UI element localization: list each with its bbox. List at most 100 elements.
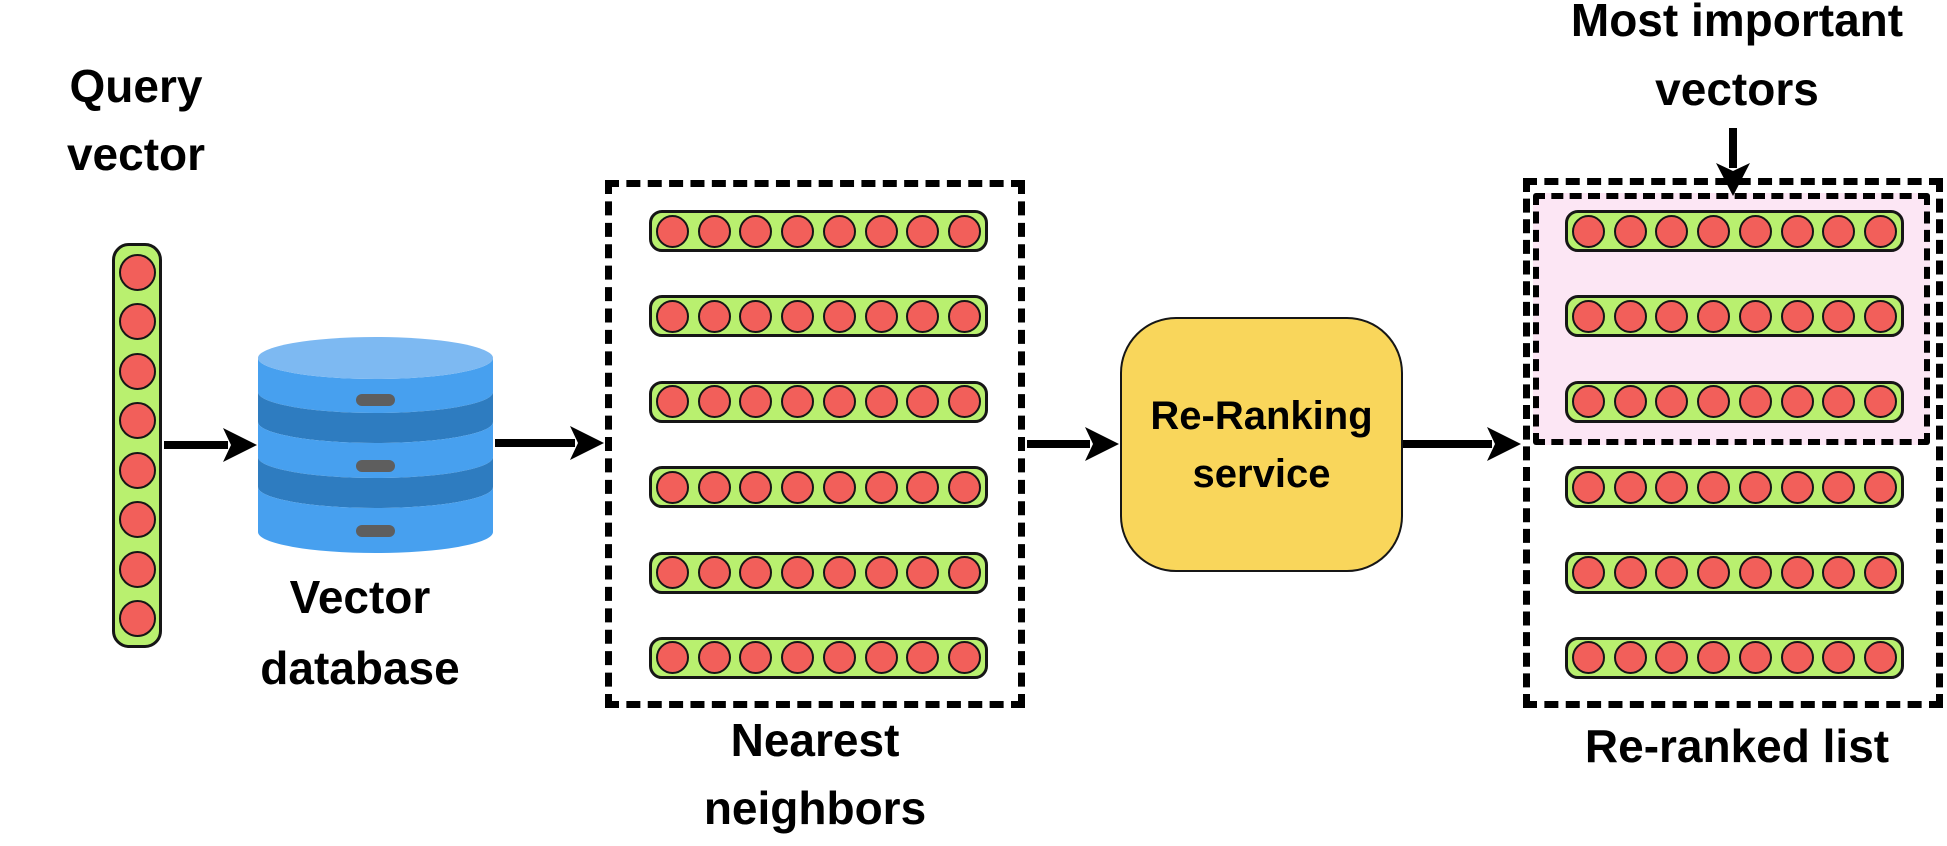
vector-dimension-dot: [906, 556, 940, 590]
vector-dimension-dot: [1780, 556, 1814, 590]
arrow-database-to-neighbors: [495, 426, 604, 460]
arrow-service-to-reranked: [1403, 427, 1521, 461]
vector-dimension-dot: [864, 556, 898, 590]
vector-dimension-dot: [947, 299, 981, 333]
vector-dimension-dot: [1863, 556, 1897, 590]
vector-dimension-dot: [1697, 385, 1731, 419]
reranking-service-label-line2: service: [1192, 451, 1331, 496]
reranked-list-box: [1523, 178, 1943, 708]
vector-dimension-dot: [656, 299, 689, 333]
vector-dimension-dot: [1613, 385, 1647, 419]
reranked-list-label-line1: Re-ranked list: [1584, 720, 1890, 772]
vector-dimension-dot: [947, 470, 981, 504]
vector-dimension-dot: [118, 451, 156, 489]
vector-row: [1565, 466, 1904, 509]
vector-row: [1565, 636, 1904, 679]
db-disk-3: [258, 487, 493, 553]
vector-dimension-dot: [1613, 641, 1647, 675]
vector-dimension-dot: [781, 214, 815, 248]
vector-dimension-dot: [1572, 299, 1605, 333]
vector-dimension-dot: [1863, 385, 1897, 419]
vector-dimension-dot: [697, 385, 731, 419]
vector-dimension-dot: [822, 385, 856, 419]
db-slot-3: [356, 525, 395, 537]
vector-database-icon: [258, 337, 493, 553]
vector-dimension-dot: [864, 470, 898, 504]
query-vector-label: Query vector: [11, 52, 261, 188]
vector-dimension-dot: [1697, 641, 1731, 675]
nearest-neighbors-label-line2: neighbors: [703, 782, 927, 835]
nearest-neighbors-label: Nearest neighbors: [595, 706, 1035, 842]
vector-dimension-dot: [781, 299, 815, 333]
vector-dimension-dot: [1697, 214, 1731, 248]
vector-database-label: Vector database: [160, 562, 560, 705]
vector-dimension-dot: [1572, 470, 1605, 504]
vector-dimension-dot: [1822, 299, 1856, 333]
query-vector-label-line1: Query: [69, 60, 203, 112]
vector-dimension-dot: [1613, 299, 1647, 333]
vector-row: [649, 466, 988, 509]
vector-dimension-dot: [1572, 641, 1605, 675]
vector-dimension-dot: [822, 470, 856, 504]
vector-dimension-dot: [1655, 214, 1689, 248]
vector-dimension-dot: [822, 556, 856, 590]
db-disk-2: [258, 422, 493, 478]
vector-row: [1565, 380, 1904, 423]
vector-dimension-dot: [739, 214, 773, 248]
most-important-annotation-line2: vectors: [1655, 63, 1819, 115]
vector-dimension-dot: [1863, 641, 1897, 675]
vector-dimension-dot: [906, 299, 940, 333]
vector-dimension-dot: [1572, 556, 1605, 590]
vector-dimension-dot: [1738, 556, 1772, 590]
vector-dimension-dot: [118, 501, 156, 539]
vector-dimension-dot: [739, 299, 773, 333]
vector-dimension-dot: [656, 556, 689, 590]
db-slot-1: [356, 394, 395, 406]
vector-dimension-dot: [1780, 641, 1814, 675]
vector-dimension-dot: [822, 214, 856, 248]
nearest-neighbors-label-line1: Nearest: [730, 714, 900, 766]
vector-dimension-dot: [697, 214, 731, 248]
vector-row: [649, 210, 988, 252]
vector-dimension-dot: [1863, 470, 1897, 504]
vector-row: [649, 295, 988, 338]
vector-dimension-dot: [1613, 470, 1647, 504]
reranked-list-label: Re-ranked list: [1527, 712, 1947, 780]
vector-dimension-dot: [781, 470, 815, 504]
vector-dimension-dot: [947, 385, 981, 419]
nearest-neighbors-box: [605, 180, 1025, 708]
vector-dimension-dot: [739, 641, 773, 675]
vector-dimension-dot: [697, 556, 731, 590]
vector-dimension-dot: [781, 556, 815, 590]
vector-dimension-dot: [1613, 214, 1647, 248]
vector-dimension-dot: [656, 214, 689, 248]
vector-dimension-dot: [118, 254, 156, 291]
vector-dimension-dot: [1655, 299, 1689, 333]
vector-dimension-dot: [947, 556, 981, 590]
vector-dimension-dot: [1738, 299, 1772, 333]
vector-dimension-dot: [864, 214, 898, 248]
vector-dimension-dot: [739, 470, 773, 504]
vector-dimension-dot: [1780, 214, 1814, 248]
vector-dimension-dot: [1780, 470, 1814, 504]
most-important-annotation-line1: Most important: [1570, 0, 1904, 46]
vector-dimension-dot: [656, 641, 689, 675]
vector-dimension-dot: [906, 214, 940, 248]
vector-dimension-dot: [864, 641, 898, 675]
vector-dimension-dot: [656, 470, 689, 504]
vector-dimension-dot: [118, 599, 156, 637]
db-disk-1: [258, 358, 493, 413]
vector-dimension-dot: [864, 299, 898, 333]
vector-dimension-dot: [947, 641, 981, 675]
vector-dimension-dot: [739, 385, 773, 419]
vector-dimension-dot: [697, 641, 731, 675]
vector-dimension-dot: [906, 385, 940, 419]
vector-dimension-dot: [1822, 470, 1856, 504]
vector-dimension-dot: [1613, 556, 1647, 590]
vector-dimension-dot: [1738, 214, 1772, 248]
vector-dimension-dot: [1697, 470, 1731, 504]
vector-row: [649, 636, 988, 679]
vector-dimension-dot: [656, 385, 689, 419]
vector-dimension-dot: [1697, 556, 1731, 590]
vector-dimension-dot: [697, 299, 731, 333]
